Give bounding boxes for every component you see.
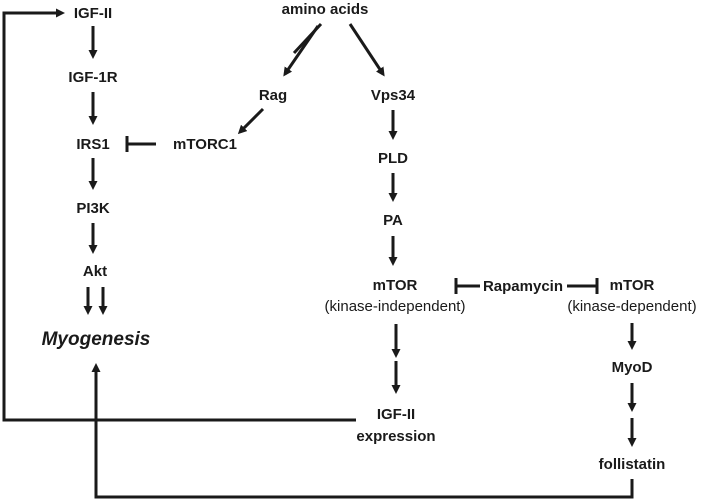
node-mtorc1: mTORC1 (173, 136, 237, 153)
node-pld: PLD (378, 150, 408, 167)
node-pa: PA (383, 212, 403, 229)
node-mtor-kinase-dependent-sub: (kinase-dependent) (567, 298, 696, 315)
node-mtor-kinase-dependent: mTOR (610, 277, 655, 294)
node-amino-acids: amino acids (282, 1, 369, 18)
node-igf2-expression-line1: IGF-II (377, 406, 415, 423)
node-igf1r: IGF-1R (68, 69, 117, 86)
node-myod: MyoD (612, 359, 653, 376)
node-irs1: IRS1 (76, 136, 109, 153)
node-follistatin: follistatin (599, 456, 666, 473)
node-pi3k: PI3K (76, 200, 110, 217)
node-mtor-kinase-independent-sub: (kinase-independent) (325, 298, 466, 315)
node-rapamycin: Rapamycin (483, 278, 563, 295)
arrow-rag-to-mtorc1 (237, 107, 265, 135)
arrow-igf2-expression-to-igf2 (2, 8, 356, 422)
node-rag: Rag (259, 87, 287, 104)
node-vps34: Vps34 (371, 87, 416, 104)
arrow-aa-to-rag (283, 25, 320, 77)
node-myogenesis: Myogenesis (42, 329, 151, 350)
arrow-aa-to-vps34 (348, 23, 385, 77)
node-igf2: IGF-II (74, 5, 112, 22)
node-igf2-expression-line2: expression (356, 428, 435, 445)
node-akt: Akt (83, 263, 107, 280)
node-mtor-kinase-independent: mTOR (373, 277, 418, 294)
arrow-follistatin-to-myogenesis (91, 363, 634, 499)
